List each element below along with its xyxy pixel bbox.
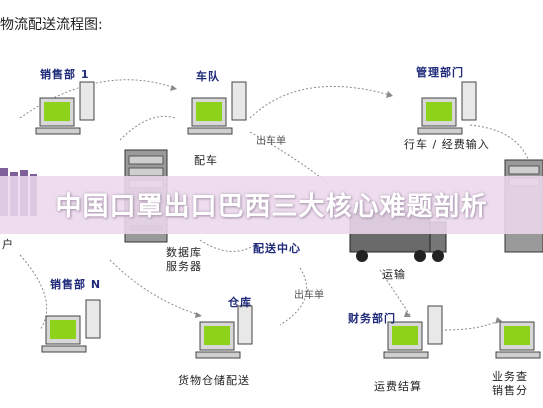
computer-management-icon (417, 81, 477, 135)
computer-sales1-icon (35, 81, 95, 135)
label-customer: 户 (2, 238, 14, 251)
label-fee-settlement: 运费结算 (374, 380, 422, 393)
label-storage-delivery: 货物仓储配送 (178, 374, 250, 387)
label-dispatch-center: 配送中心 (253, 242, 301, 255)
diagram-title: 物流配送流程图: (0, 17, 103, 33)
computer-warehouse-icon (195, 305, 253, 359)
label-db-server-1: 数据库 (166, 246, 202, 259)
label-sales1: 销售部 1 (40, 68, 90, 81)
label-management: 管理部门 (416, 66, 464, 79)
label-salesN: 销售部 N (50, 278, 102, 291)
computer-fleet-icon (187, 81, 247, 135)
overlay-banner (0, 176, 543, 234)
label-dispatch-car: 配车 (194, 154, 218, 167)
label-trip-input: 行车 / 经费输入 (404, 138, 490, 151)
label-fleet: 车队 (196, 70, 220, 83)
computer-finance-icon (383, 305, 443, 359)
computer-business-icon (495, 321, 541, 359)
label-business-2: 销售分 (492, 384, 528, 397)
label-transport: 运输 (382, 268, 406, 281)
computer-salesN-icon (41, 299, 101, 353)
label-finance: 财务部门 (348, 312, 396, 325)
label-db-server-2: 服务器 (166, 260, 202, 273)
label-business-1: 业务查 (492, 370, 528, 383)
edge-label-out-order-bottom: 出车单 (294, 290, 324, 301)
label-warehouse: 仓库 (228, 296, 252, 309)
overlay-banner-text: 中国口罩出口巴西三大核心难题剖析 (55, 192, 488, 222)
edge-label-out-order-top: 出车单 (256, 136, 286, 147)
